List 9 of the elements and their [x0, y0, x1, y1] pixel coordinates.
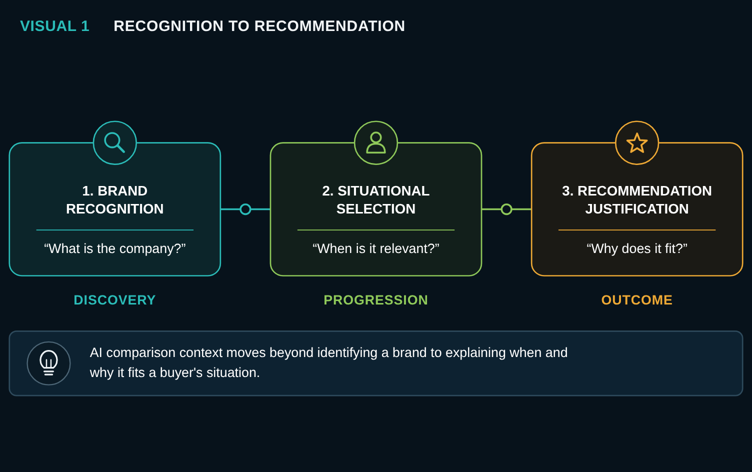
connector [482, 208, 532, 210]
node-box: 3. RECOMMENDATION JUSTIFICATION “Why does it fit?” [530, 142, 744, 276]
node-box: AI comparison context moves beyond identifying a brand to explaining when and why it fits a buyer's situation. [8, 330, 744, 396]
diagram-title: RECOGNITION TO RECOMMENDATION [114, 18, 406, 35]
stage-label: OUTCOME [601, 292, 673, 307]
stage-label: PROGRESSION [324, 292, 428, 307]
figure-label: VISUAL 1 [20, 18, 90, 35]
connector [220, 208, 270, 210]
stage-label: DISCOVERY [74, 292, 156, 307]
